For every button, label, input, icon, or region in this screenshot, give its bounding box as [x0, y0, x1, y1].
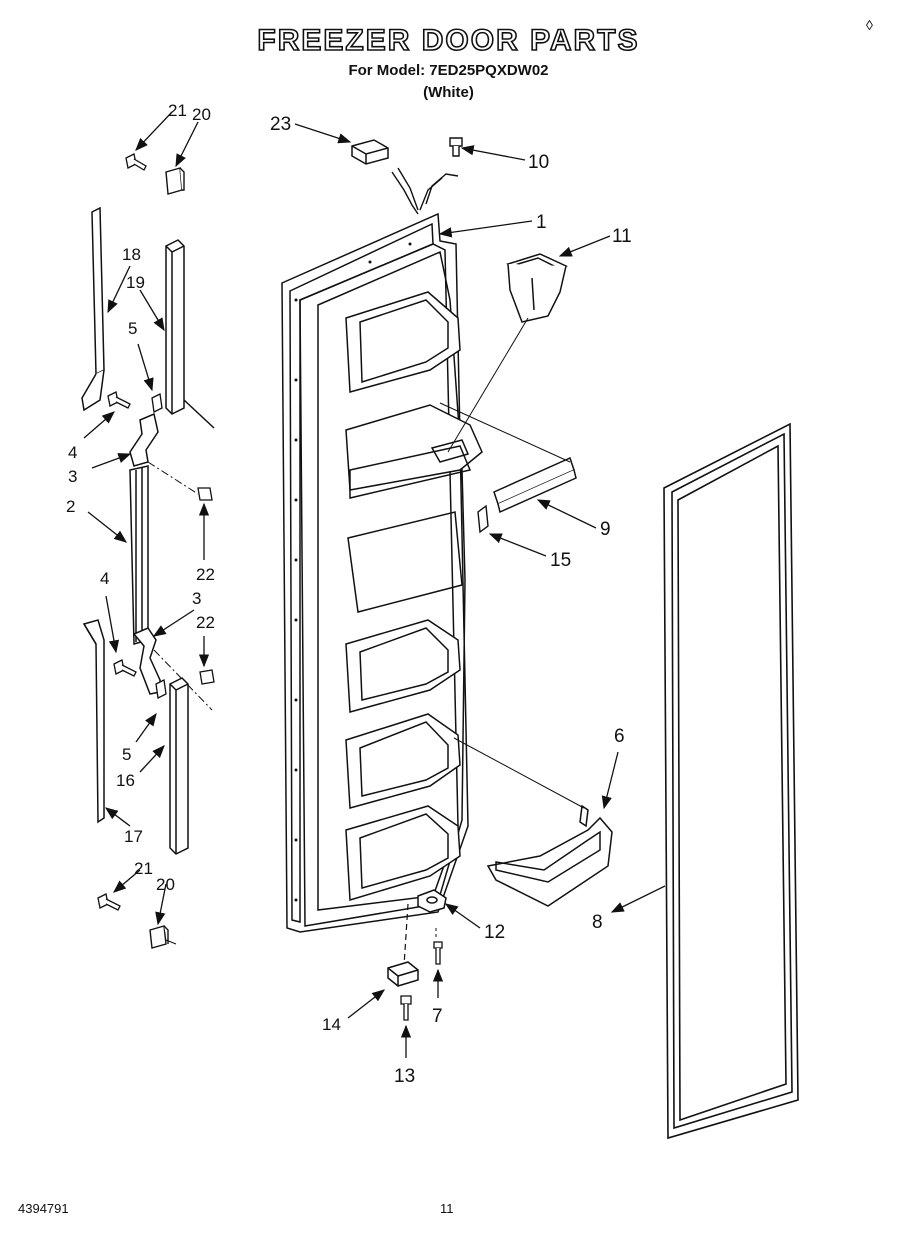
leader-6-to-door: [453, 737, 585, 809]
screw-10: [449, 137, 463, 157]
screw-21-bottom: [97, 893, 121, 911]
callout-21-bottom: 21: [134, 859, 153, 878]
hinge-clip-5-top: [151, 393, 163, 413]
hinge-pin-20-bottom: [149, 925, 169, 949]
hinge-axis-top: [147, 461, 199, 495]
screw-22-bottom: [199, 669, 215, 685]
callout-12: 12: [484, 922, 505, 943]
callout-4-top: 4: [68, 443, 77, 462]
callout-10: 10: [528, 152, 549, 173]
freezer-door-liner: [281, 212, 483, 933]
hinge-bushing-12: [417, 889, 447, 913]
model-subtitle: For Model: 7ED25PQXDW02: [348, 62, 549, 79]
callout-labels: 23 10 1 11 9 15 6 8 12 7 14 13 21 20 18 …: [66, 101, 632, 1087]
callout-23: 23: [270, 114, 291, 135]
leader-arrows: [83, 111, 666, 1058]
hinge-cover-16: [169, 677, 189, 855]
callout-21-top: 21: [168, 101, 187, 120]
hinge-block-14: [387, 961, 419, 987]
screw-13: [400, 995, 412, 1021]
hinge-clip-5-bottom: [155, 679, 167, 699]
callout-9: 9: [600, 519, 611, 540]
callout-8: 8: [592, 912, 603, 933]
callout-14: 14: [322, 1015, 341, 1034]
leader-11-to-door: [447, 317, 529, 453]
wire-connector-23: [351, 139, 389, 165]
callout-17: 17: [124, 827, 143, 846]
page-title: FREEZER DOOR PARTS: [257, 23, 640, 58]
callout-20-bottom: 20: [156, 875, 175, 894]
callout-22-top: 22: [196, 565, 215, 584]
clip-15: [477, 504, 489, 534]
callout-2: 2: [66, 497, 75, 516]
screw-7: [433, 941, 443, 965]
hinge-pin-20-top: [165, 167, 185, 195]
callout-6: 6: [614, 726, 625, 747]
color-variant: (White): [423, 84, 474, 101]
callout-3-bottom: 3: [192, 589, 201, 608]
callout-13: 13: [394, 1066, 415, 1087]
hinge-axis-line: [403, 903, 409, 967]
hinge-bracket-3-top: [129, 412, 159, 467]
door-gasket-8: [663, 422, 799, 1140]
callout-16: 16: [116, 771, 135, 790]
wire-harness: [391, 167, 459, 215]
callout-4-bottom: 4: [100, 569, 109, 588]
door-seal-2: [129, 465, 149, 645]
callout-1: 1: [536, 212, 547, 233]
callout-15: 15: [550, 550, 571, 571]
callout-20-top: 20: [192, 105, 211, 124]
callout-5-top: 5: [128, 319, 137, 338]
callout-7: 7: [432, 1006, 443, 1027]
page-number: 11: [440, 1201, 454, 1216]
trim-strip-9: [493, 456, 577, 514]
pin-20-axis: [165, 939, 177, 945]
screw-22-top: [197, 487, 213, 501]
callout-3-top: 3: [68, 467, 77, 486]
hinge-axis-bottom: [153, 649, 213, 711]
hinge-cover-19: [165, 239, 215, 429]
callout-22-bottom: 22: [196, 613, 215, 632]
screw-4-top: [107, 391, 131, 409]
door-screw-holes: [294, 242, 412, 902]
callout-11: 11: [612, 226, 632, 247]
corner-mark: ◊: [866, 17, 873, 33]
callout-19: 19: [126, 273, 145, 292]
callout-18: 18: [122, 245, 141, 264]
ice-chute-11: [506, 253, 568, 323]
trim-strip-18: [81, 206, 105, 412]
door-bin-6: [486, 804, 613, 907]
callout-5-bottom: 5: [122, 745, 131, 764]
trim-strip-17: [82, 619, 105, 824]
screw-21-top: [125, 153, 147, 171]
screw-4-bottom: [113, 659, 137, 677]
leader-9-to-door: [439, 402, 571, 463]
document-number: 4394791: [18, 1201, 69, 1216]
